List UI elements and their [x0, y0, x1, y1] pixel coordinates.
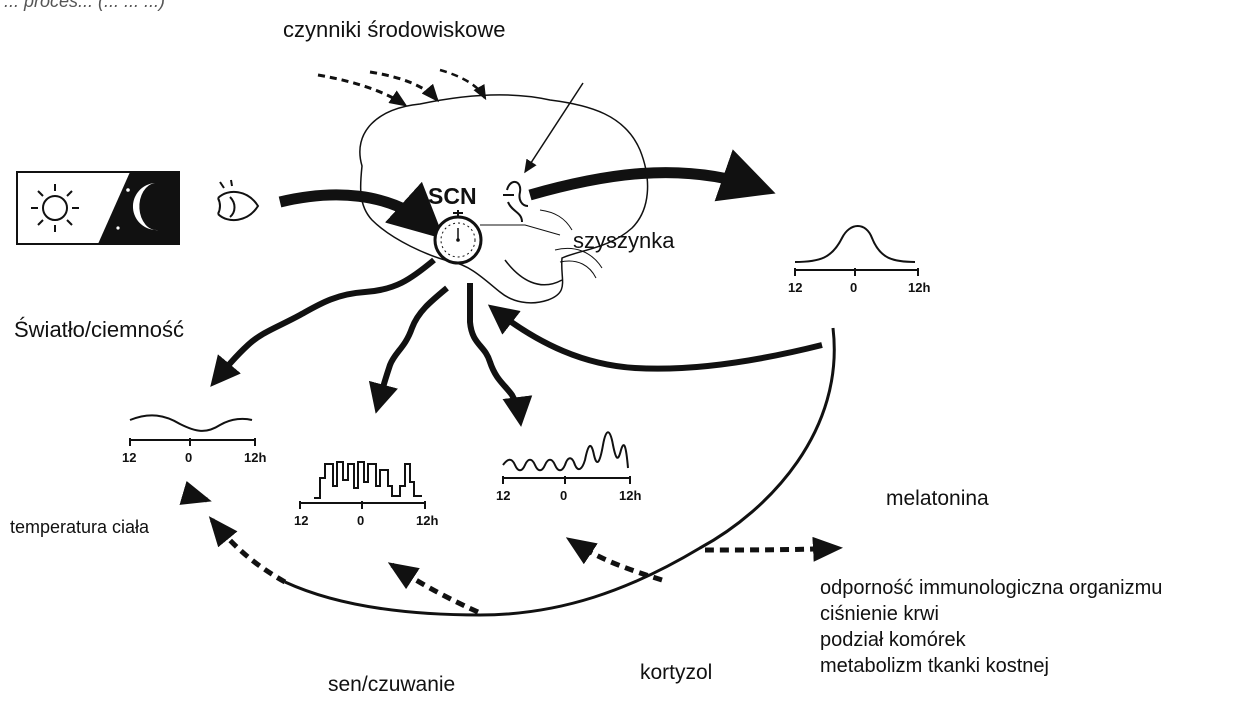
melatonin-tick-end: 12h — [908, 280, 930, 295]
outcome-cell-division: podział komórek — [820, 627, 1162, 653]
body-temperature-label: temperatura ciała — [10, 517, 149, 538]
temperature-graph — [130, 415, 255, 446]
pineal-to-melatonin-arrow — [530, 173, 760, 195]
temperature-tick-end: 12h — [244, 450, 266, 465]
brainstem — [505, 260, 562, 285]
environment-label: czynniki środowiskowe — [283, 17, 506, 43]
outcome-bone-metabolism: metabolizm tkanki kostnej — [820, 653, 1162, 679]
brain-fold-1 — [480, 225, 560, 235]
eye-to-scn-arrow — [280, 195, 432, 228]
cortisol-graph — [503, 432, 630, 484]
brain-outline — [360, 95, 648, 303]
pineal-label: szyszynka — [573, 228, 674, 254]
eye-icon — [218, 180, 258, 220]
sleep-tick-start: 12 — [294, 513, 308, 528]
scn-label: SCN — [428, 183, 477, 209]
sleep-wake-graph — [300, 462, 425, 509]
temperature-tick-mid: 0 — [185, 450, 192, 465]
scn-to-cortisol-arrow — [470, 283, 520, 418]
scn-to-sleep-arrow — [378, 288, 447, 405]
pineal-gland-icon — [503, 182, 528, 222]
temperature-tick-start: 12 — [122, 450, 136, 465]
light-dark-box — [17, 172, 179, 244]
clock-icon — [435, 210, 481, 263]
header-fragment: ... proces... (... ... ...) — [4, 0, 165, 12]
melatonin-feedback-arrow — [495, 310, 822, 369]
sleep-tick-mid: 0 — [357, 513, 364, 528]
environment-arrows — [318, 70, 485, 105]
melatonin-graph — [795, 226, 918, 276]
light-dark-label: Światło/ciemność — [14, 317, 184, 343]
brain-fold-2 — [540, 210, 572, 230]
cortisol-tick-end: 12h — [619, 488, 641, 503]
outcome-blood-pressure: ciśnienie krwi — [820, 601, 1162, 627]
scn-to-temperature-arrow — [216, 260, 434, 380]
melatonin-tick-mid: 0 — [850, 280, 857, 295]
cortisol-label: kortyzol — [640, 661, 712, 685]
cortisol-tick-start: 12 — [496, 488, 510, 503]
cortisol-tick-mid: 0 — [560, 488, 567, 503]
sleep-wake-label: sen/czuwanie — [328, 673, 455, 697]
melatonin-tick-start: 12 — [788, 280, 802, 295]
sleep-tick-end: 12h — [416, 513, 438, 528]
melatonin-dashed-arrows — [190, 495, 838, 612]
melatonin-label: melatonina — [886, 487, 989, 511]
melatonin-outcomes-list: odporność immunologiczna organizmu ciśni… — [820, 575, 1162, 679]
outcome-immunity: odporność immunologiczna organizmu — [820, 575, 1162, 601]
